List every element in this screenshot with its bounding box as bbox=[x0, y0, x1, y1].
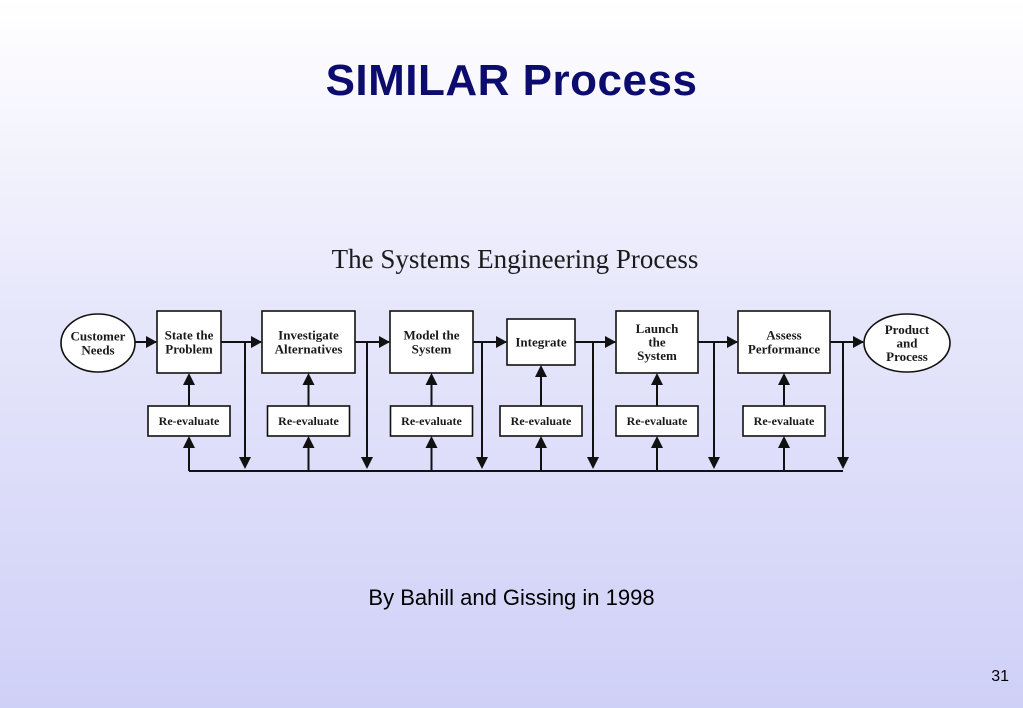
reevaluate-box bbox=[615, 405, 699, 437]
diagram-title: The Systems Engineering Process bbox=[331, 244, 699, 274]
caption: By Bahill and Gissing in 1998 bbox=[368, 585, 655, 610]
feedback-arrow bbox=[183, 373, 195, 385]
process-step-box bbox=[389, 310, 474, 374]
bus-up-arrow bbox=[183, 436, 195, 448]
bus-up-arrow bbox=[302, 436, 315, 448]
bus-up-arrow bbox=[778, 436, 790, 448]
flow-arrow bbox=[496, 336, 507, 348]
slide-title: SIMILAR Process bbox=[325, 56, 698, 105]
reevaluate-label: Re-evaluate bbox=[278, 414, 339, 428]
page-number: 31 bbox=[991, 668, 1009, 685]
bus-down-arrow bbox=[361, 457, 373, 469]
flow-arrow bbox=[853, 336, 864, 348]
bus-up-arrow bbox=[651, 436, 663, 448]
bus-down-arrow bbox=[708, 457, 720, 469]
process-step-box bbox=[261, 310, 356, 374]
bus-down-arrow bbox=[837, 457, 849, 469]
reevaluate-label: Re-evaluate bbox=[401, 414, 462, 428]
reevaluate-box bbox=[147, 405, 231, 437]
feedback-arrow bbox=[425, 373, 438, 385]
reevaluate-label: Re-evaluate bbox=[754, 414, 815, 428]
bus-down-arrow bbox=[587, 457, 599, 469]
bus-down-arrow bbox=[476, 457, 488, 469]
process-step-box bbox=[506, 318, 576, 366]
process-step-box bbox=[737, 310, 831, 374]
reevaluate-label: Re-evaluate bbox=[511, 414, 572, 428]
feedback-arrow bbox=[535, 365, 547, 377]
bus-up-arrow bbox=[425, 436, 438, 448]
reevaluate-label: Re-evaluate bbox=[627, 414, 688, 428]
reevaluate-label: Re-evaluate bbox=[159, 414, 220, 428]
bus-down-arrow bbox=[239, 457, 251, 469]
flow-arrow bbox=[251, 336, 262, 348]
bus-up-arrow bbox=[535, 436, 547, 448]
flow-arrow bbox=[605, 336, 616, 348]
reevaluate-box bbox=[266, 405, 351, 437]
process-step-label: Integrate bbox=[515, 335, 566, 350]
flow-arrow bbox=[379, 336, 390, 348]
flow-arrow bbox=[727, 336, 738, 348]
feedback-arrow bbox=[778, 373, 790, 385]
feedback-arrow bbox=[651, 373, 663, 385]
product-process-oval bbox=[863, 313, 951, 373]
flow-arrow-input bbox=[146, 336, 157, 348]
feedback-arrow bbox=[302, 373, 315, 385]
